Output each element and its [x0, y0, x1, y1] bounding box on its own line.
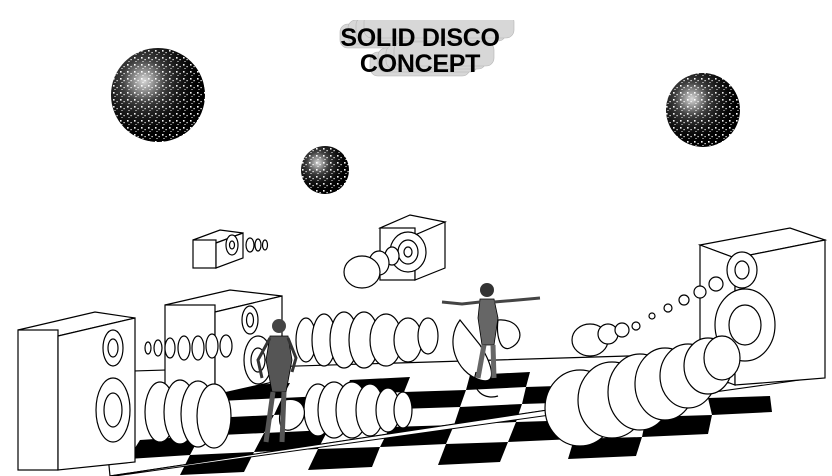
title-line-1: SOLID DISCO: [300, 25, 540, 51]
speaker-box-left-tall: [18, 312, 135, 470]
disco-ball-large-left: [111, 48, 205, 142]
speaker-box-floating-small: [193, 230, 268, 268]
title-block: SOLID DISCO CONCEPT: [300, 20, 540, 90]
disco-ball-small-center: [301, 146, 349, 194]
disco-ball-right: [666, 73, 740, 147]
title-line-2: CONCEPT: [300, 51, 540, 77]
speaker-box-floating-center: [344, 215, 445, 288]
